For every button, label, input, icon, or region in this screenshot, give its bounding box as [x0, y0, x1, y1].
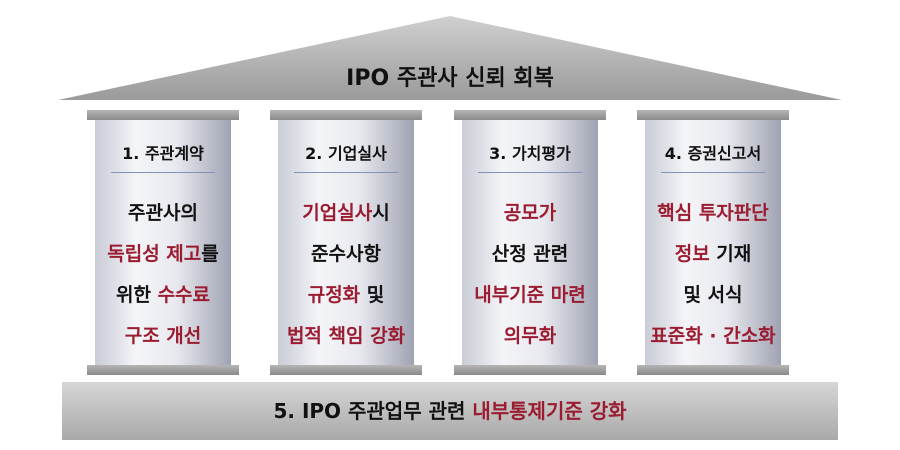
highlight-text: 기업실사	[302, 202, 373, 224]
highlight-text: 표준화 · 간소화	[650, 325, 776, 347]
roof	[58, 16, 842, 100]
text: 산정 관련	[491, 243, 569, 265]
pillar-line: 구조 개선	[95, 316, 231, 357]
pillar-line: 정보 기재	[645, 234, 781, 275]
text: 및 서식	[683, 284, 743, 306]
divider	[478, 172, 582, 173]
foundation: 5. IPO 주관업무 관련 내부통제기준 강화	[62, 382, 838, 440]
pillar-title: 4. 증권신고서	[664, 144, 762, 163]
pillar-line: 주관사의	[95, 193, 231, 234]
text: 위한	[115, 284, 158, 306]
pillar-capital	[637, 110, 789, 120]
roof-title: IPO 주관사 신뢰 회복	[346, 66, 554, 91]
pillar-line: 법적 책임 강화	[278, 316, 414, 357]
pillar-capital	[87, 110, 239, 120]
text: 준수사항	[311, 243, 381, 265]
text: 시	[372, 202, 390, 224]
highlight-text: 법적 책임 강화	[286, 325, 406, 347]
pillar-line: 핵심 투자판단	[645, 193, 781, 234]
pillar-plinth	[454, 365, 606, 375]
pillar-line: 규정화 및	[278, 275, 414, 316]
pillar-line: 준수사항	[278, 234, 414, 275]
highlight-text: 정보	[674, 243, 710, 265]
pillar-capital	[454, 110, 606, 120]
foundation-text: 5. IPO 주관업무 관련	[273, 399, 473, 423]
highlight-text: 공모가	[503, 202, 557, 224]
divider	[661, 172, 765, 173]
pillar-line: 기업실사시	[278, 193, 414, 234]
pillar-line: 내부기준 마련	[462, 275, 598, 316]
highlight-text: 내부기준 마련	[474, 284, 586, 306]
highlight-text: 규정화	[307, 284, 361, 306]
pillar-plinth	[87, 365, 239, 375]
text: 및	[360, 284, 385, 306]
divider	[294, 172, 398, 173]
pillar-line: 독립성 제고를	[95, 234, 231, 275]
pillar-capital	[270, 110, 422, 120]
pillar-line: 표준화 · 간소화	[645, 316, 781, 357]
highlight-text: 의무화	[503, 325, 557, 347]
highlight-text: 독립성 제고	[107, 243, 202, 265]
highlight-text: 구조 개선	[124, 325, 202, 347]
pillar-line: 위한 수수료	[95, 275, 231, 316]
pillar-title: 2. 기업실사	[305, 144, 387, 163]
text: 주관사의	[128, 202, 198, 224]
pillar-line: 및 서식	[645, 275, 781, 316]
pillar-line: 의무화	[462, 316, 598, 357]
highlight-text: 수수료	[157, 284, 211, 306]
pillar-plinth	[637, 365, 789, 375]
text: 를	[201, 243, 219, 265]
pillar-title: 3. 가치평가	[489, 144, 571, 163]
divider	[111, 172, 215, 173]
pillar-line: 산정 관련	[462, 234, 598, 275]
pillar-line: 공모가	[462, 193, 598, 234]
pillar-title: 1. 주관계약	[122, 144, 204, 163]
highlight-text: 핵심 투자판단	[657, 202, 769, 224]
foundation-highlight: 내부통제기준 강화	[472, 399, 627, 423]
text: 기재	[709, 243, 752, 265]
pillar-plinth	[270, 365, 422, 375]
